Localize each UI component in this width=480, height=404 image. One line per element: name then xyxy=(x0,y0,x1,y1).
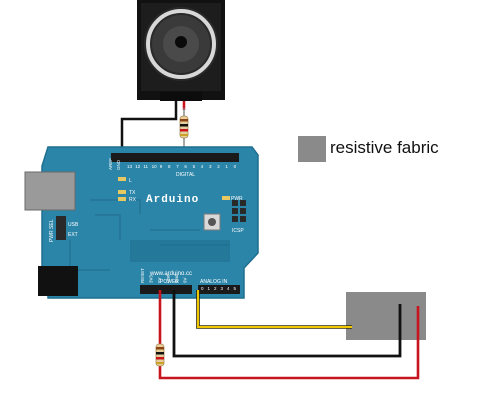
resistor-bottom xyxy=(155,343,165,367)
power-pin-label-1: 3V3 xyxy=(149,274,154,283)
analog-pin-label-2: 2 xyxy=(214,286,217,291)
speaker xyxy=(137,0,225,101)
digital-pin-label-4: 9 xyxy=(160,164,163,169)
black-wire-gnd-to-fabric xyxy=(172,290,402,358)
digital-pin-label-11: 2 xyxy=(217,164,220,169)
digital-pin-label-3: 10 xyxy=(152,164,158,169)
power-pin-label-3: Gnd xyxy=(166,274,171,283)
pwr-sel-label: PWR SEL xyxy=(49,219,55,242)
analog-header-label: ANALOG IN xyxy=(200,279,228,285)
digital-pin-label-2: 11 xyxy=(143,164,148,169)
digital-pin-label-8: 5 xyxy=(193,164,196,169)
resistive-fabric-legend-swatch xyxy=(298,136,326,162)
digital-pin-label-0: 13 xyxy=(127,164,133,169)
analog-pin-label-3: 3 xyxy=(221,286,224,291)
power-jack xyxy=(38,266,78,296)
digital-pin-label-9: 4 xyxy=(201,164,204,169)
arduino-url-text: www.arduino.cc xyxy=(149,271,192,277)
ext-jumper-label: EXT xyxy=(68,232,78,238)
power-header-label: POWER xyxy=(160,279,179,285)
digital-header-label: DIGITAL xyxy=(176,172,195,178)
usb-connector xyxy=(24,171,76,211)
usb-jumper-label: USB xyxy=(68,222,79,228)
aref-label: AREF xyxy=(108,158,113,170)
arduino-logo-text: Arduino xyxy=(146,194,199,206)
digital-pin-label-7: 6 xyxy=(184,164,187,169)
resistive-fabric-piece xyxy=(346,292,426,340)
gnd-label: GND xyxy=(116,159,121,170)
led-pwr-label: PWR xyxy=(231,196,243,202)
analog-pin-label-1: 1 xyxy=(208,286,211,291)
power-pin-label-4: Gnd xyxy=(174,274,179,283)
power-pin-label-5: 9V xyxy=(183,277,188,283)
digital-pin-label-5: 8 xyxy=(168,164,171,169)
analog-pin-label-4: 4 xyxy=(227,286,230,291)
resistor-top xyxy=(179,108,189,160)
digital-pin-label-10: 3 xyxy=(209,164,212,169)
digital-pin-label-13: 0 xyxy=(234,164,237,169)
icsp-label: ICSP xyxy=(232,228,244,234)
led-l-label: L xyxy=(129,178,132,184)
digital-pin-label-12: 1 xyxy=(225,164,228,169)
arduino-board xyxy=(41,146,259,299)
resistive-fabric-legend-label: resistive fabric xyxy=(330,138,439,157)
power-pin-label-2: 5V xyxy=(157,277,162,283)
digital-pin-label-1: 12 xyxy=(135,164,141,169)
analog-pin-label-5: 5 xyxy=(234,286,237,291)
speaker-black-lead xyxy=(120,101,178,160)
analog-pin-label-0: 0 xyxy=(201,286,204,291)
led-rx-label: RX xyxy=(129,197,137,203)
digital-pin-label-6: 7 xyxy=(176,164,179,169)
red-wire-5v-to-fabric xyxy=(158,290,420,380)
led-tx-label: TX xyxy=(129,190,136,196)
power-pin-label-0: RESET xyxy=(140,268,145,283)
